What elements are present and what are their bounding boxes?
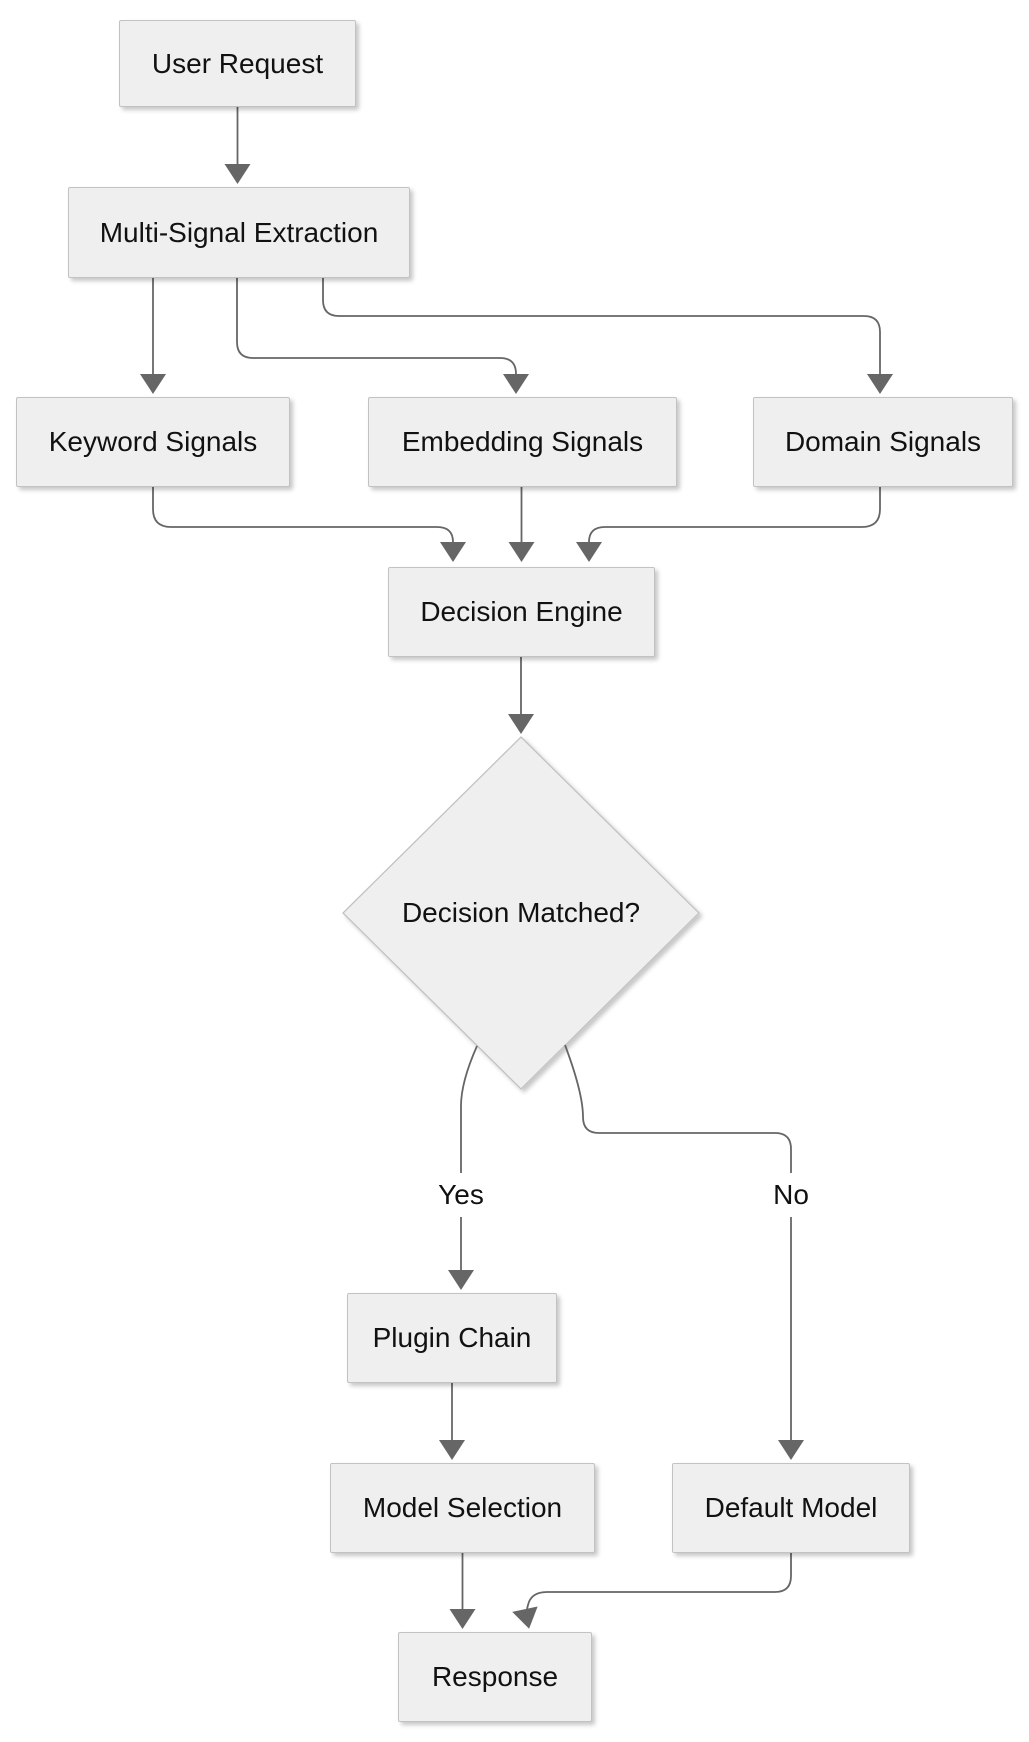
edge-decision-matched-to-plugin-chain [448,1045,478,1290]
arrowhead-icon [503,374,529,394]
node-default-model: Default Model [672,1463,910,1553]
edge-embedding-signals-to-decision-engine [508,487,535,562]
edge-domain-signals-to-decision-engine [576,487,881,562]
node-keyword-signals-label: Keyword Signals [48,426,258,457]
node-plugin-chain-label: Plugin Chain [372,1322,532,1353]
edge-decision-matched-to-default-model [564,1044,804,1460]
diamond-decision-matched [342,736,700,1090]
node-embedding-signals: Embedding Signals [368,397,677,487]
edge-label-yes: Yes [416,1173,506,1217]
node-user-request: User Request [119,20,356,107]
node-response: Response [398,1632,592,1722]
node-decision-matched-label: Decision Matched? [401,897,641,928]
node-decision-engine: Decision Engine [388,567,655,657]
node-domain-signals-label: Domain Signals [784,426,982,457]
arrowhead-icon [439,1440,465,1460]
edge-label-no: No [746,1173,836,1217]
node-embedding-signals-label: Embedding Signals [401,426,644,457]
edge-multi-signal-extraction-to-embedding-signals [236,278,529,394]
arrowhead-icon [512,1606,538,1629]
arrowhead-icon [140,374,166,394]
node-response-label: Response [431,1661,559,1692]
arrowhead-icon [224,164,251,184]
arrowhead-icon [576,542,602,562]
edge-default-model-to-response [512,1553,792,1629]
node-decision-engine-label: Decision Engine [420,596,623,627]
node-multi-signal-extraction: Multi-Signal Extraction [68,187,410,278]
arrowhead-icon [448,1270,474,1290]
node-default-model-label: Default Model [704,1492,878,1523]
edge-user-request-to-multi-signal-extraction [224,107,251,184]
node-domain-signals: Domain Signals [753,397,1013,487]
node-model-selection: Model Selection [330,1463,595,1553]
edge-multi-signal-extraction-to-keyword-signals [140,278,166,394]
edge-model-selection-to-response [449,1553,476,1629]
edge-decision-engine-to-decision-matched [508,657,534,734]
edge-multi-signal-extraction-to-domain-signals [322,278,893,394]
edge-keyword-signals-to-decision-engine [152,487,466,562]
node-model-selection-label: Model Selection [362,1492,563,1523]
arrowhead-icon [440,542,466,562]
arrowhead-icon [449,1609,476,1629]
arrowhead-icon [778,1440,804,1460]
arrowhead-icon [867,374,893,394]
arrowhead-icon [508,542,535,562]
node-user-request-label: User Request [151,47,324,79]
node-keyword-signals: Keyword Signals [16,397,290,487]
node-multi-signal-extraction-label: Multi-Signal Extraction [99,216,379,248]
node-plugin-chain: Plugin Chain [347,1293,557,1383]
arrowhead-icon [508,714,534,734]
edge-plugin-chain-to-model-selection [439,1383,465,1460]
